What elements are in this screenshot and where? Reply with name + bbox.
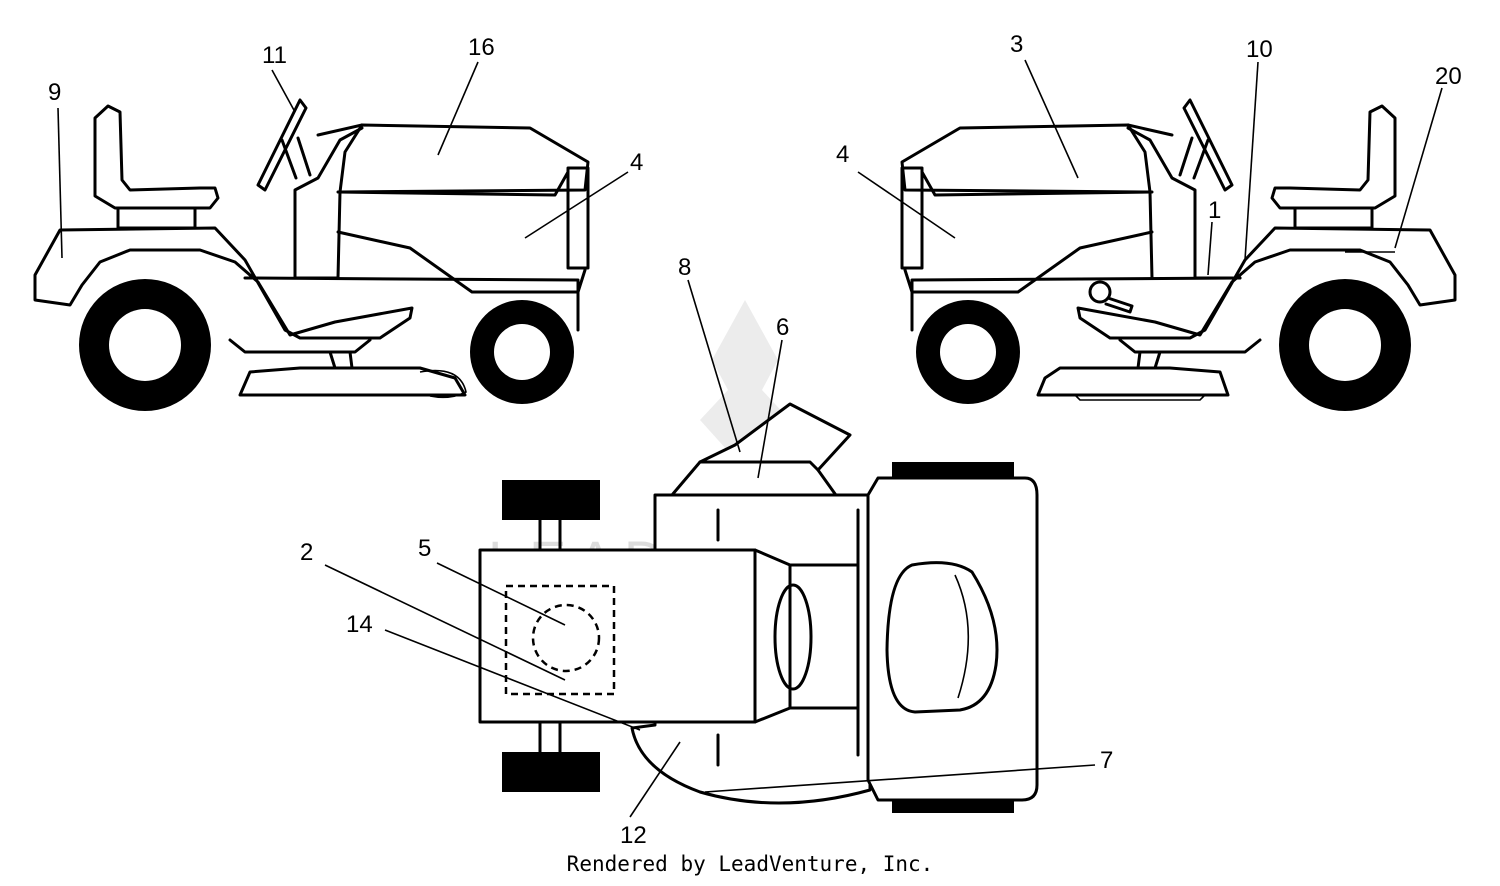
callout-10: 10 — [1246, 36, 1273, 63]
callout-12: 12 — [620, 822, 647, 849]
callout-1: 1 — [1208, 197, 1221, 224]
callout-16: 16 — [468, 34, 495, 61]
callout-14: 14 — [346, 611, 373, 638]
tractor-right-side-view — [900, 98, 1457, 411]
callout-20: 20 — [1435, 63, 1462, 90]
callout-4-right: 4 — [836, 141, 849, 168]
callout-2: 2 — [300, 539, 313, 566]
callout-7: 7 — [1100, 747, 1113, 774]
callout-3: 3 — [1010, 31, 1023, 58]
callout-labels: 9 11 16 4 3 10 20 4 1 8 6 2 5 14 7 12 — [48, 31, 1462, 849]
leader-lines — [57, 59, 1443, 818]
callout-4-left: 4 — [630, 149, 643, 176]
callout-5: 5 — [418, 535, 431, 562]
callout-8: 8 — [678, 254, 691, 281]
credit-text: Rendered by LeadVenture, Inc. — [566, 852, 934, 876]
callout-9: 9 — [48, 79, 61, 106]
tractor-left-side-view — [33, 98, 590, 411]
tractor-top-view — [478, 402, 1039, 813]
callout-6: 6 — [776, 314, 789, 341]
callout-11: 11 — [262, 42, 287, 69]
